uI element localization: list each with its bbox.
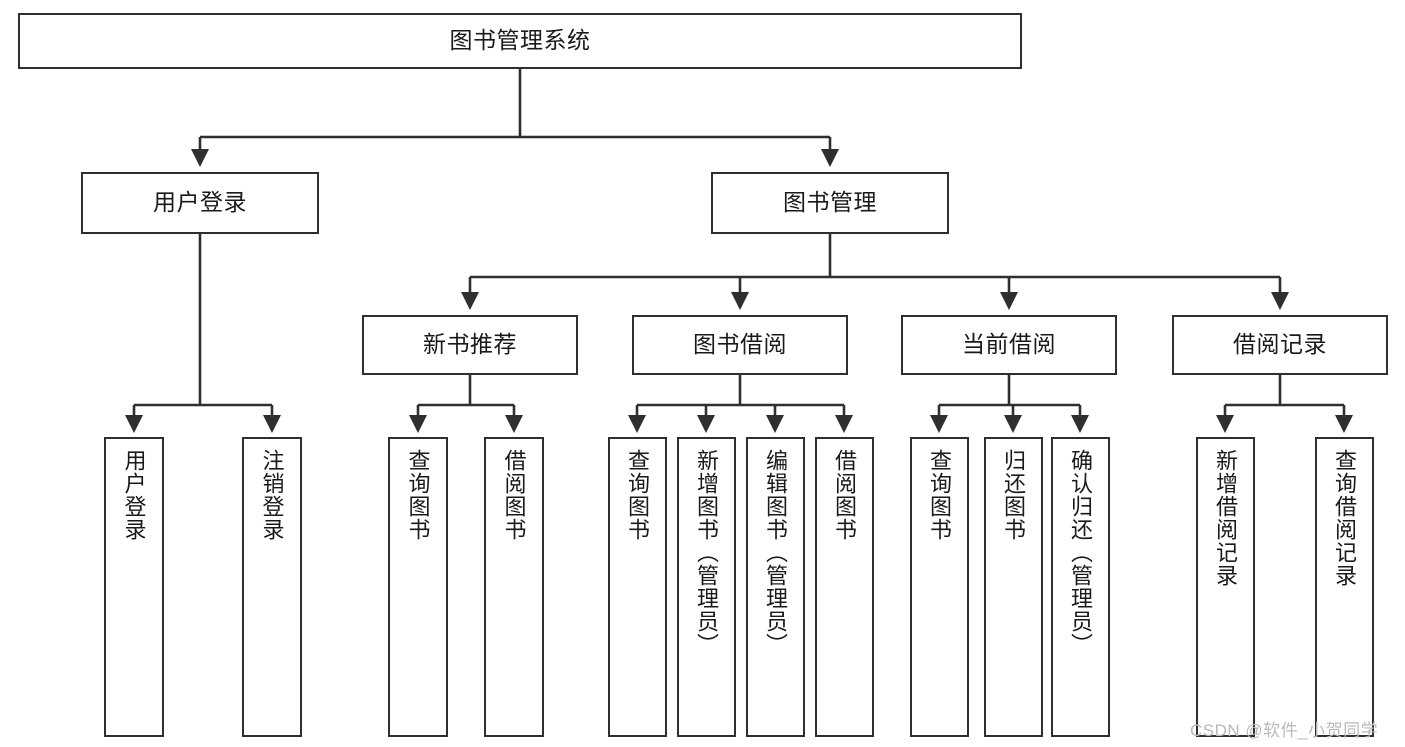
node-leaf-add-record[interactable]: 新增借阅记录: [1196, 437, 1255, 737]
node-leaf-confirm-return[interactable]: 确认归还（管理员）: [1051, 437, 1110, 737]
node-leaf-edit-book-label: 编辑图书（管理员）: [763, 449, 789, 656]
node-leaf-add-record-label: 新增借阅记录: [1213, 449, 1239, 587]
node-leaf-borrow-book-2[interactable]: 借阅图书: [815, 437, 874, 737]
node-leaf-borrow-book-2-label: 借阅图书: [832, 449, 858, 541]
node-leaf-confirm-return-label: 确认归还（管理员）: [1068, 449, 1094, 656]
node-user-login-label: 用户登录: [153, 189, 247, 216]
node-book-manage-label: 图书管理: [783, 189, 877, 216]
node-leaf-query-book-1[interactable]: 查询图书: [388, 437, 448, 737]
node-book-manage[interactable]: 图书管理: [711, 172, 949, 234]
node-leaf-return-book[interactable]: 归还图书: [984, 437, 1043, 737]
node-user-login[interactable]: 用户登录: [81, 172, 319, 234]
node-leaf-user-login[interactable]: 用户登录: [104, 437, 164, 737]
node-leaf-query-book-3-label: 查询图书: [927, 449, 953, 541]
node-new-book-rec-label: 新书推荐: [423, 331, 517, 358]
node-borrow-record-label: 借阅记录: [1233, 331, 1327, 358]
node-borrow-record[interactable]: 借阅记录: [1172, 315, 1388, 375]
node-leaf-query-book-2[interactable]: 查询图书: [608, 437, 667, 737]
node-leaf-borrow-book-1-label: 借阅图书: [501, 449, 527, 541]
node-leaf-edit-book[interactable]: 编辑图书（管理员）: [746, 437, 805, 737]
node-leaf-query-book-2-label: 查询图书: [625, 449, 651, 541]
node-current-borrow-label: 当前借阅: [962, 331, 1056, 358]
node-root-label: 图书管理系统: [449, 27, 591, 54]
node-leaf-borrow-book-1[interactable]: 借阅图书: [484, 437, 544, 737]
node-leaf-add-book-label: 新增图书（管理员）: [694, 449, 720, 656]
node-current-borrow[interactable]: 当前借阅: [901, 315, 1117, 375]
node-root[interactable]: 图书管理系统: [18, 13, 1022, 69]
node-book-borrow-label: 图书借阅: [693, 331, 787, 358]
node-leaf-add-book[interactable]: 新增图书（管理员）: [677, 437, 736, 737]
node-leaf-query-book-1-label: 查询图书: [405, 449, 431, 541]
node-leaf-query-book-3[interactable]: 查询图书: [910, 437, 969, 737]
node-leaf-user-login-label: 用户登录: [121, 449, 147, 541]
node-leaf-return-book-label: 归还图书: [1001, 449, 1027, 541]
node-new-book-rec[interactable]: 新书推荐: [362, 315, 578, 375]
node-book-borrow[interactable]: 图书借阅: [632, 315, 848, 375]
node-leaf-query-record[interactable]: 查询借阅记录: [1315, 437, 1374, 737]
csdn-watermark: CSDN @软件_小贺同学: [1190, 721, 1379, 740]
node-leaf-query-record-label: 查询借阅记录: [1332, 449, 1358, 587]
node-leaf-user-logout-label: 注销登录: [259, 449, 285, 541]
node-leaf-user-logout[interactable]: 注销登录: [242, 437, 302, 737]
